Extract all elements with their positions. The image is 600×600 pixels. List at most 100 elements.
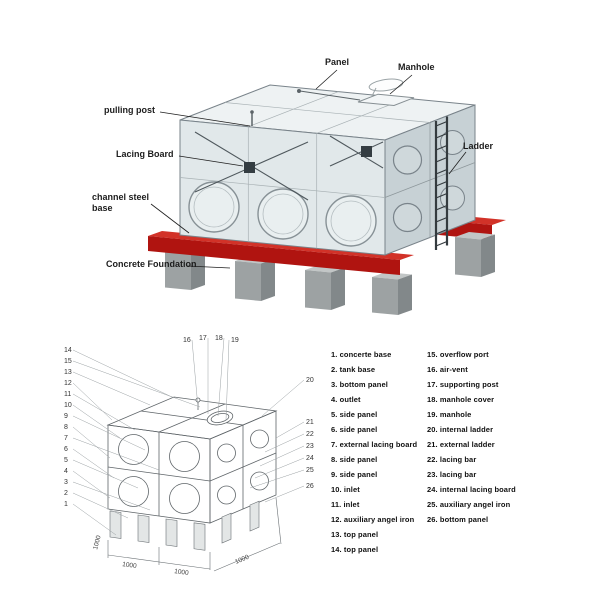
dimension-label: 1000 xyxy=(122,561,138,570)
legend-column-1: 1. concerte base 2. tank base 3. bottom pa… xyxy=(331,347,417,557)
wireframe-base-legs xyxy=(109,500,260,551)
callout-leader-line xyxy=(72,426,111,459)
callout-leader-line xyxy=(72,481,151,511)
legend-item: 6. side panel xyxy=(331,425,378,434)
callout-leader-line xyxy=(72,448,115,479)
front-panel-circles xyxy=(188,181,377,247)
legend-item: 16. air-vent xyxy=(427,365,468,374)
callout-number: 2 xyxy=(64,490,68,497)
legend-item: 5. side panel xyxy=(331,410,378,419)
concrete-foundation-block xyxy=(235,256,275,301)
callout-number: 14 xyxy=(64,347,72,354)
callout-number: 25 xyxy=(306,467,314,474)
callout-number: 11 xyxy=(64,391,71,398)
callout-number: 9 xyxy=(64,413,68,420)
callout-number: 7 xyxy=(64,435,68,442)
legend-item: 3. bottom panel xyxy=(331,380,388,389)
callout-number: 17 xyxy=(199,335,207,342)
callout-number: 10 xyxy=(64,402,72,409)
callout-leader-line xyxy=(72,393,136,431)
callout-leader-line xyxy=(72,349,175,399)
dimension-lines xyxy=(107,497,282,572)
callout-number: 8 xyxy=(64,424,68,431)
callout-number: 15 xyxy=(64,358,72,365)
front-panel-grid xyxy=(179,126,386,249)
legend-item: 18. manhole cover xyxy=(427,395,495,404)
lacing-board-plate xyxy=(361,146,372,157)
callout-leader-line xyxy=(72,437,160,471)
manhole xyxy=(357,78,415,107)
callout-leader-line xyxy=(72,371,151,406)
callout-number: 12 xyxy=(64,380,72,387)
callout-number: 3 xyxy=(64,479,68,486)
label-panel: Panel xyxy=(325,57,350,67)
legend-item: 7. external lacing board xyxy=(331,440,418,449)
callout-leader-line xyxy=(72,415,146,451)
legend-item: 2. tank base xyxy=(331,365,376,374)
label-leader-lines xyxy=(150,69,467,269)
legend-item: 11. inlet xyxy=(331,500,360,509)
callout-leader-line xyxy=(72,470,111,499)
callout-leader-line xyxy=(72,404,121,439)
callout-leader-line xyxy=(72,459,139,489)
legend-item: 12. auxiliary angel iron xyxy=(331,515,415,524)
callout-number: 23 xyxy=(306,443,314,450)
callout-leader-line xyxy=(261,379,305,417)
legend-item: 19. manhole xyxy=(427,410,472,419)
concrete-foundation-block xyxy=(455,232,495,277)
lacing-board-plate xyxy=(244,162,255,173)
label-pulling-post: pulling post xyxy=(104,105,155,115)
wireframe-panel-circles xyxy=(118,429,269,514)
label-concrete-foundation: Concrete Foundation xyxy=(106,259,197,269)
dimension-label: 1000 xyxy=(234,554,250,566)
pulling-post xyxy=(250,110,254,126)
tank-3d-illustration xyxy=(148,69,506,315)
callout-leader-line xyxy=(72,382,113,421)
callout-number: 22 xyxy=(306,431,314,438)
callout-leader-line xyxy=(249,469,305,489)
concrete-foundation-block xyxy=(305,265,345,310)
callout-leader-line xyxy=(225,339,230,421)
callout-number: 20 xyxy=(306,377,314,384)
callout-leader-line xyxy=(191,339,199,409)
legend-item: 21. external ladder xyxy=(427,440,495,449)
callout-leader-line xyxy=(254,457,305,479)
legend-item: 22. lacing bar xyxy=(427,455,477,464)
callout-leader-line xyxy=(275,421,305,439)
legend-item: 26. bottom panel xyxy=(427,515,489,524)
dimension-label: 1000 xyxy=(174,568,190,577)
dimension-label: 1000 xyxy=(92,534,103,550)
ladder xyxy=(434,116,449,250)
wireframe-box xyxy=(106,396,278,524)
legend-item: 24. internal lacing board xyxy=(427,485,516,494)
callout-number: 5 xyxy=(64,457,68,464)
label-channel-steel-base: channel steel base xyxy=(92,192,150,214)
legend-item: 4. outlet xyxy=(331,395,361,404)
legend-item: 20. internal ladder xyxy=(427,425,494,434)
channel-steel-beam-front xyxy=(148,236,400,275)
concrete-foundation-block xyxy=(372,272,412,315)
tank-wireframe-drawing: 1000 1000 1000 1000 14151312111098765432… xyxy=(64,335,314,577)
legend-item: 1. concerte base xyxy=(331,350,392,359)
callout-number: 24 xyxy=(306,455,314,462)
legend-item: 10. inlet xyxy=(331,485,360,494)
label-lacing-board: Lacing Board xyxy=(116,149,174,159)
callout-number: 6 xyxy=(64,446,68,453)
legend-item: 23. lacing bar xyxy=(427,470,477,479)
side-panel-grid xyxy=(384,122,476,238)
callout-leader-line xyxy=(72,503,117,536)
callout-leader-line xyxy=(264,485,305,503)
callout-leader-line xyxy=(72,492,129,519)
callout-number: 13 xyxy=(64,369,72,376)
legend-item: 9. side panel xyxy=(331,470,378,479)
legend-item: 17. supporting post xyxy=(427,380,499,389)
callout-number: 1 xyxy=(64,501,68,508)
label-manhole: Manhole xyxy=(398,62,435,72)
callout-number: 21 xyxy=(306,419,314,426)
callout-number: 16 xyxy=(183,337,191,344)
callout-leader-line xyxy=(72,360,201,408)
wireframe-manhole xyxy=(195,397,234,426)
